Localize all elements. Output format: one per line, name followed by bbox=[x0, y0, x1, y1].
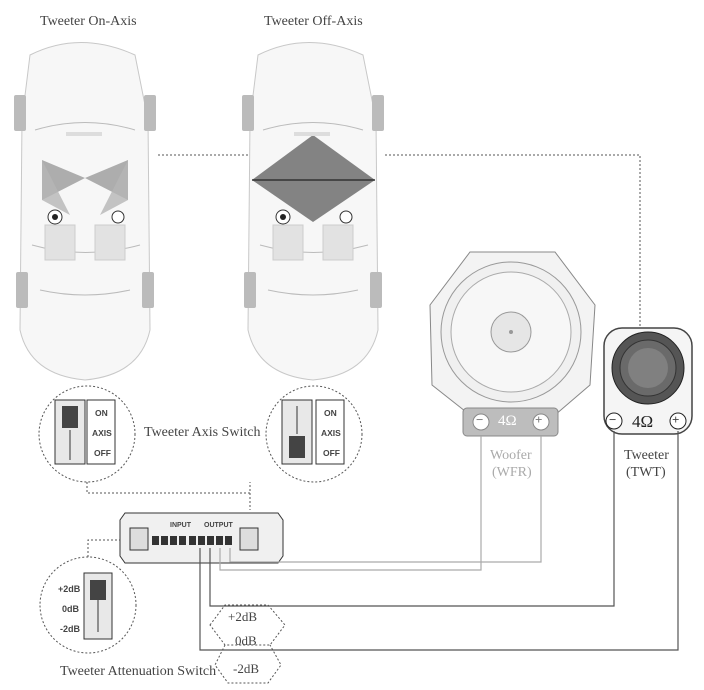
car-on-axis bbox=[14, 42, 156, 381]
axis-switch-on bbox=[38, 385, 136, 483]
attenuation-switch-label: Tweeter Attenuation Switch bbox=[60, 664, 217, 679]
axis-axis-label-2: AXIS bbox=[321, 428, 341, 438]
axis-switch-label: Tweeter Axis Switch bbox=[144, 425, 261, 440]
option-0db: 0dB bbox=[235, 633, 257, 648]
attenuation-switch bbox=[39, 556, 137, 654]
atten-minus2-label: -2dB bbox=[60, 624, 80, 634]
tweeter-code: (TWT) bbox=[626, 465, 666, 480]
option-minus2db: -2dB bbox=[233, 661, 259, 676]
axis-off-label-1: OFF bbox=[94, 448, 111, 458]
woofer-code: (WFR) bbox=[492, 465, 532, 480]
axis-axis-label-1: AXIS bbox=[92, 428, 112, 438]
atten-plus2-label: +2dB bbox=[58, 584, 81, 594]
axis-on-label-2: ON bbox=[324, 408, 337, 418]
steering-wheel-icon bbox=[339, 210, 353, 224]
woofer-plus: + bbox=[535, 412, 543, 427]
woofer-impedance: 4Ω bbox=[498, 413, 517, 429]
axis-on-label-1: ON bbox=[95, 408, 108, 418]
axis-switch-off bbox=[265, 385, 363, 483]
tweeter-name: Tweeter bbox=[624, 448, 669, 463]
woofer-speaker bbox=[429, 251, 596, 437]
crossover-output-label: OUTPUT bbox=[204, 522, 233, 529]
tweeter-impedance: 4Ω bbox=[632, 412, 654, 431]
tweeter-minus: − bbox=[609, 412, 617, 427]
axis-off-label-2: OFF bbox=[323, 448, 340, 458]
atten-zero-label: 0dB bbox=[62, 604, 80, 614]
crossover-input-label: INPUT bbox=[170, 522, 191, 529]
car-off-axis bbox=[242, 42, 384, 381]
woofer-minus: − bbox=[476, 412, 484, 427]
tweeter-speaker bbox=[603, 327, 693, 435]
tweeter-plus: + bbox=[672, 412, 680, 427]
on-axis-title: Tweeter On-Axis bbox=[40, 14, 137, 29]
option-plus2db: +2dB bbox=[228, 609, 258, 624]
off-axis-title: Tweeter Off-Axis bbox=[264, 14, 363, 29]
crossover-unit bbox=[119, 512, 284, 564]
steering-wheel-icon bbox=[111, 210, 125, 224]
woofer-name: Woofer bbox=[490, 448, 532, 463]
